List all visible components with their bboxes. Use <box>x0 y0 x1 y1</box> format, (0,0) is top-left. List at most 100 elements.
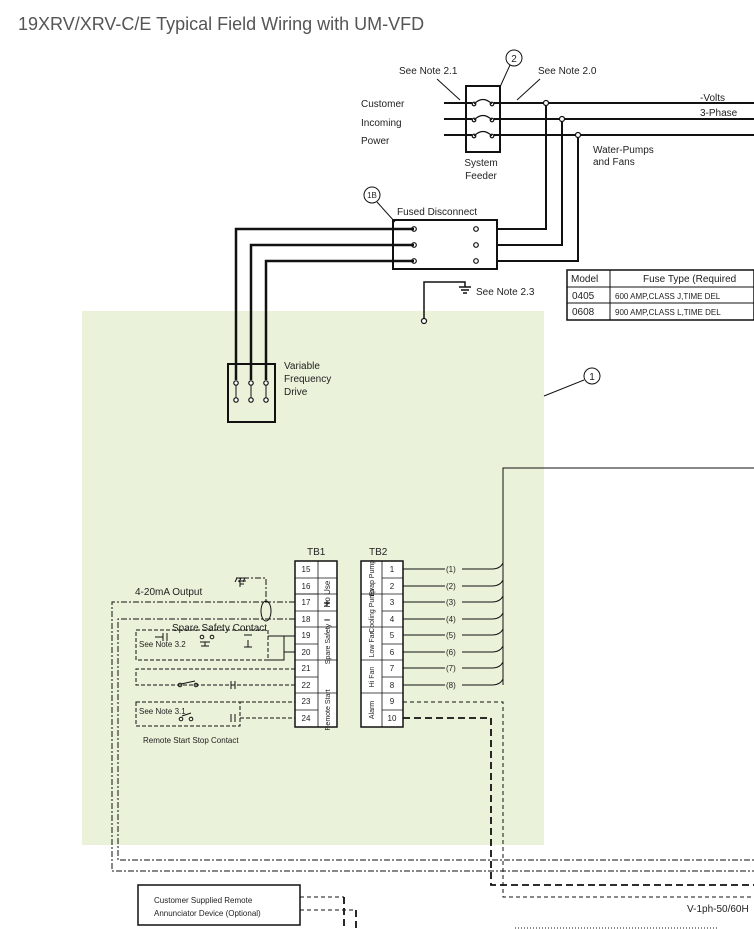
tb1-terminal-18: 18 <box>302 615 311 624</box>
callout-1-leader <box>543 379 585 397</box>
label-incoming: Incoming <box>361 118 402 129</box>
tb2-title: TB2 <box>369 547 388 558</box>
tb1-terminal-20: 20 <box>302 648 311 657</box>
remote-start-dashed-box <box>135 701 241 727</box>
tb1-terminal-19: 19 <box>302 631 311 640</box>
annunciator-wires <box>300 896 357 929</box>
shield-ground-icon <box>234 577 248 585</box>
table-cell-fuse-0405: 600 AMP,CLASS J,TIME DEL <box>615 292 721 301</box>
label-vfd-1: Variable <box>284 361 320 372</box>
ground-terminal <box>420 317 428 325</box>
tb2-terminal-9: 9 <box>390 697 395 706</box>
arrow-note-2-0 <box>516 78 541 101</box>
tb1-terminal-23: 23 <box>302 697 311 706</box>
tb1-grid <box>295 561 337 727</box>
system-feeder-box <box>465 85 501 153</box>
label-and-fans: and Fans <box>593 157 635 168</box>
table-header-fuse-type: Fuse Type (Required <box>643 274 736 285</box>
feeder-switch-contacts <box>471 98 495 139</box>
note-3-2: See Note 3.2 <box>139 640 186 649</box>
note-2-3: See Note 2.3 <box>476 287 535 298</box>
label-customer: Customer <box>361 99 405 110</box>
callout-circle-1 <box>583 367 601 385</box>
callout-1b-leader <box>376 201 396 223</box>
annunciator-line-2: Annunciator Device (Optional) <box>154 909 261 918</box>
table-cell-model-0608: 0608 <box>572 307 595 318</box>
annunciator-line-1: Customer Supplied Remote <box>154 896 253 905</box>
tb2-low-fan-label: Low Fan <box>369 630 376 657</box>
label-vfd-3: Drive <box>284 387 308 398</box>
tb2-terminal-2: 2 <box>390 582 395 591</box>
tb1-terminal-17: 17 <box>302 598 311 607</box>
tb1-terminal-16: 16 <box>302 582 311 591</box>
vfd-input-lines <box>234 227 414 380</box>
tb2-terminal-4: 4 <box>390 615 395 624</box>
tb1-terminal-15: 15 <box>302 565 311 574</box>
wire-label-8: (8) <box>446 681 456 690</box>
callout-circle-2 <box>505 49 523 67</box>
table-cell-model-0405: 0405 <box>572 291 595 302</box>
tb1-terminal-21: 21 <box>302 664 311 673</box>
tb2-terminal-5: 5 <box>390 631 395 640</box>
disconnect-feed-lines <box>497 103 579 262</box>
tb1-no-use-label: No Use <box>323 580 332 607</box>
remote-start-wiring <box>178 701 295 722</box>
label-water-pumps: Water-Pumps <box>593 145 654 156</box>
note-2-1: See Note 2.1 <box>399 66 458 77</box>
label-volts: -Volts <box>700 93 725 104</box>
label-three-phase: 3-Phase <box>700 108 738 119</box>
label-fused-disconnect: Fused Disconnect <box>397 207 477 218</box>
incoming-power-lines <box>444 102 754 136</box>
vfd-terminals <box>233 380 269 403</box>
tb2-grid <box>361 561 403 727</box>
tb2-terminal-7: 7 <box>390 664 395 673</box>
ground-wire <box>423 281 471 320</box>
wire-label-7: (7) <box>446 664 456 673</box>
tb2-terminal-3: 3 <box>390 598 395 607</box>
tb2-terminal-numbers: 1 2 3 4 5 6 7 8 9 10 <box>388 565 397 723</box>
label-4-20ma-output: 4-20mA Output <box>135 587 202 598</box>
tb2-hi-fan-label: Hi Fan <box>369 667 376 688</box>
tb1-remote-start-label: Remote Start <box>325 689 332 730</box>
label-system: System <box>464 158 497 169</box>
tb1-minus-label: – <box>324 614 330 626</box>
page-title: 19XRV/XRV-C/E Typical Field Wiring with … <box>18 14 425 34</box>
tb2-evap-pump-label: Evap Pump <box>369 560 376 596</box>
alarm-wires <box>403 701 754 898</box>
label-bottom-right: V-1ph-50/60H <box>687 904 749 915</box>
tb2-wire-labels: (1) (2) (3) (4) (5) (6) (7) (8) <box>446 565 456 690</box>
arrow-note-2-1 <box>436 78 461 101</box>
tb2-output-wires <box>403 467 754 686</box>
tb1-terminal-22: 22 <box>302 681 311 690</box>
tb1-terminal-numbers: 15 16 17 18 19 20 21 22 23 24 <box>302 565 311 723</box>
spare-safety-contacts <box>155 633 295 661</box>
label-spare-safety-contact: Spare Safety Contact <box>172 623 267 634</box>
tb2-alarm-label: Alarm <box>369 701 376 719</box>
tb2-terminal-8: 8 <box>390 681 395 690</box>
label-remote-start-stop: Remote Start Stop Contact <box>143 736 239 745</box>
callout-circle-1b <box>363 186 381 204</box>
tb2-terminal-10: 10 <box>388 714 397 723</box>
tb1-spare-safety-label: Spare Safety <box>325 623 332 664</box>
tap-junction-dots <box>542 99 582 139</box>
tb1-terminal-24: 24 <box>302 714 311 723</box>
spare-safety-dashed-box <box>135 629 269 661</box>
shield-ellipse-icon <box>260 600 272 622</box>
note-3-1: See Note 3.1 <box>139 707 186 716</box>
wire-label-2: (2) <box>446 582 456 591</box>
wire-label-3: (3) <box>446 598 456 607</box>
tb2-cooling-pump-label: Cooling Pump <box>369 589 376 633</box>
label-feeder: Feeder <box>465 171 497 182</box>
contact-21-22-icon <box>177 680 236 689</box>
table-cell-fuse-0608: 900 AMP,CLASS L,TIME DEL <box>615 308 721 317</box>
wire-label-1: (1) <box>446 565 456 574</box>
tb1-plus-label: + <box>324 598 330 610</box>
vfd-box <box>227 363 276 423</box>
label-vfd-2: Frequency <box>284 374 331 385</box>
annunciator-box <box>137 884 301 926</box>
tb2-terminal-1: 1 <box>390 565 395 574</box>
label-power: Power <box>361 136 390 147</box>
callout-2-leader <box>499 64 511 88</box>
note-2-0: See Note 2.0 <box>538 66 597 77</box>
